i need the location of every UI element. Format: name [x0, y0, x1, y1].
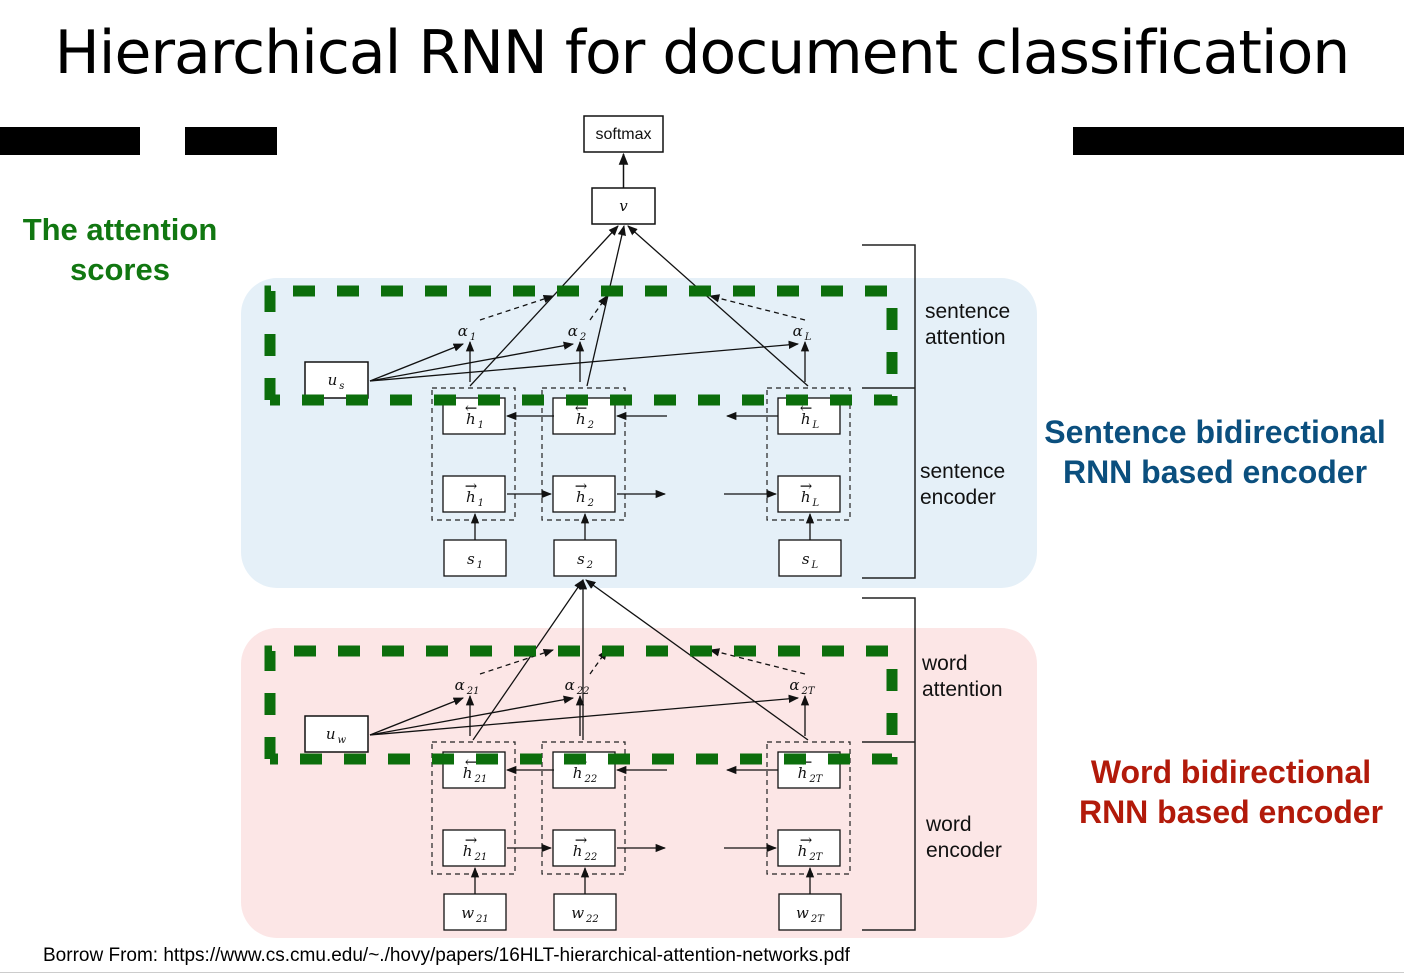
- word-context-box: [304, 715, 369, 753]
- word-input-box-1: [443, 893, 507, 931]
- bracket-sentence: [862, 244, 916, 579]
- word-encoder-line-1: Word bidirectional: [1090, 754, 1372, 790]
- word-encoder-label-2: encoder: [926, 839, 1002, 862]
- sentence-attention-label-2: attention: [925, 326, 1006, 349]
- sentence-level-panel: [241, 278, 1037, 588]
- word-context-to-alpha-arrow-2: [369, 695, 575, 736]
- sentence-h-forward-label-3-direction-arrow: →: [800, 477, 813, 495]
- word-to-sentence-arrows: [472, 578, 809, 741]
- sentence-to-v-arrow-1: [469, 225, 619, 387]
- sentence-h-forward-label-2-direction-arrow: →: [575, 477, 588, 495]
- sentence-encoder-label-2: encoder: [920, 486, 996, 509]
- word-h-forward-label-3-direction-arrow: →: [800, 831, 813, 849]
- word-h-forward-box-3: [777, 829, 841, 867]
- sentence-to-v-arrow-2: [586, 224, 626, 387]
- sentence-input-box-1: [443, 539, 507, 577]
- sentence-h-forward-label-1-direction-arrow: →: [465, 477, 478, 495]
- attention-scores-label: The attention scores: [0, 210, 240, 290]
- word-h-forward-label-2-direction-arrow: →: [575, 831, 588, 849]
- sentence-h-forward-box-3: [777, 475, 841, 513]
- word-h-forward-label-1-direction-arrow: →: [465, 831, 478, 849]
- document-vector-node: v: [591, 187, 656, 225]
- sentence-attention-label-1: sentence: [925, 300, 1010, 323]
- word-level-panel: [241, 628, 1037, 938]
- source-citation: Borrow From: https://www.cs.cmu.edu/~./h…: [43, 945, 850, 966]
- word-h-backward-label-1-direction-arrow: ←: [465, 753, 478, 771]
- bracket-labels: sentence attention sentence encoder word…: [920, 300, 1010, 862]
- softmax-label: softmax: [595, 126, 651, 143]
- sentence-context-to-alpha-arrow-2: [369, 341, 575, 382]
- v-label: v: [619, 197, 628, 215]
- redaction-bar-middle: [185, 127, 277, 155]
- word-level-network: uwh21←h21→w21α21h22←h22→w22α22h2T←h2T→w2…: [304, 648, 851, 931]
- redaction-bar-right: [1073, 127, 1404, 155]
- word-h-forward-box-1: [442, 829, 506, 867]
- word-context-to-alpha-arrow-3: [369, 694, 800, 736]
- sentence-encoder-label-1: sentence: [920, 460, 1005, 483]
- sentence-context-to-alpha-arrow-3: [369, 340, 800, 382]
- word-encoder-label: Word bidirectional RNN based encoder: [1046, 752, 1404, 832]
- word-alpha-label-2: α22: [565, 676, 590, 697]
- word-encoder-label-1: word: [925, 813, 972, 836]
- word-attention-label-2: attention: [922, 678, 1003, 701]
- sentence-h-forward-box-1: [442, 475, 506, 513]
- sentence-input-box-3: [778, 539, 842, 577]
- word-alpha-weight-arrow-1: [479, 648, 554, 675]
- word-input-box-3: [778, 893, 842, 931]
- sentence-alpha-weight-arrow-1: [479, 294, 554, 321]
- sentence-h-backward-label-1-direction-arrow: ←: [465, 399, 478, 417]
- slide-title: Hierarchical RNN for document classifica…: [54, 18, 1351, 88]
- word-context-to-alpha-arrow-1: [369, 697, 464, 736]
- sentence-encoder-line-1: Sentence bidirectional: [1044, 414, 1386, 450]
- attention-scores-line-1: The attention: [22, 212, 218, 247]
- sentence-to-v-arrow-3: [627, 225, 809, 387]
- word-h-forward-box-2: [552, 829, 616, 867]
- sentence-encoder-label: Sentence bidirectional RNN based encoder: [1030, 412, 1400, 492]
- sentence-encoder-line-2: RNN based encoder: [1062, 454, 1368, 490]
- attention-scores-line-2: scores: [70, 252, 170, 287]
- word-encoder-line-2: RNN based encoder: [1078, 794, 1384, 830]
- word-alpha-weight-arrow-2: [589, 649, 608, 675]
- word-input-box-2: [553, 893, 617, 931]
- sentence-alpha-weight-arrow-3: [708, 294, 806, 321]
- sentence-alpha-weight-arrow-2: [589, 295, 608, 321]
- word-attention-label-1: word: [921, 652, 968, 675]
- sentence-context-box: [304, 361, 369, 399]
- footer-divider: [0, 972, 1404, 973]
- redaction-bar-left: [0, 127, 140, 155]
- word-alpha-weight-arrow-3: [708, 648, 806, 675]
- sentence-input-box-2: [553, 539, 617, 577]
- softmax-node: softmax: [583, 115, 664, 153]
- sentence-context-to-alpha-arrow-1: [369, 343, 464, 382]
- bracket-word: [862, 597, 916, 931]
- sentence-h-forward-box-2: [552, 475, 616, 513]
